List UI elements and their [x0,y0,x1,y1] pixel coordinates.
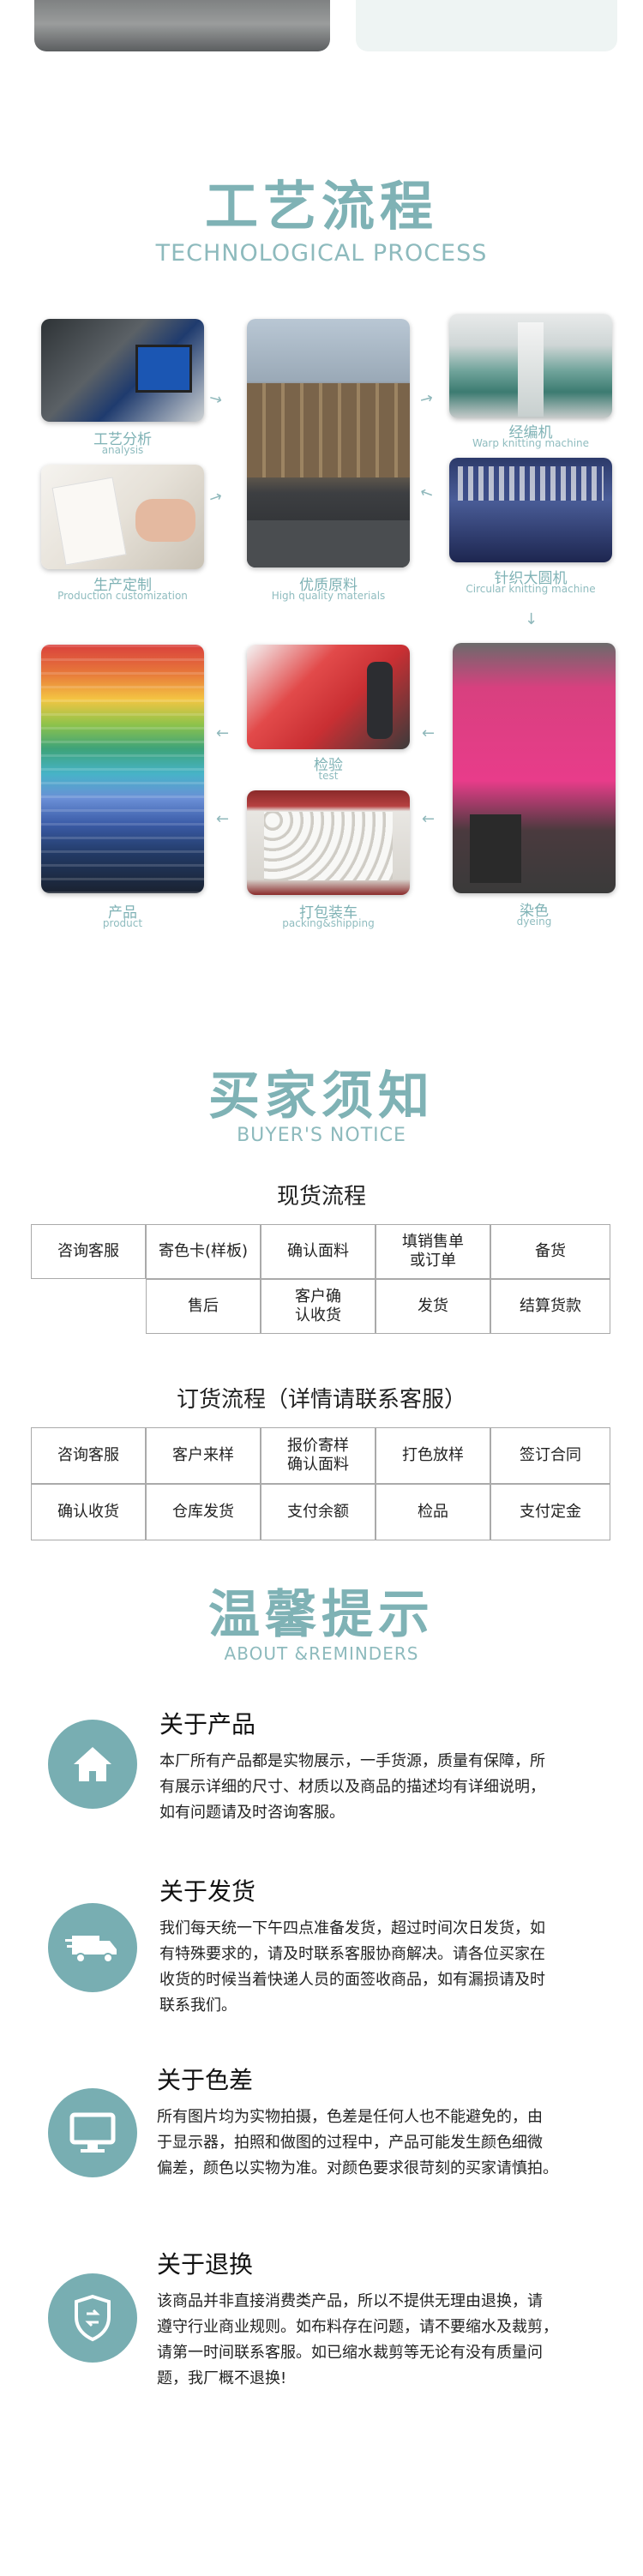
custom-photo [41,465,204,569]
circular-label-en: Circular knitting machine [466,583,596,595]
order-step: 检品 [376,1484,490,1540]
reminder-title: 关于色差 [157,2066,254,2094]
dyeing-photo [453,643,616,893]
notice-title-cn: 买家须知 [208,1066,435,1126]
order-flow-title: 订货流程（详情请联系客服） [176,1387,466,1413]
materials-photo [247,319,410,567]
materials-label-en: High quality materials [271,590,386,602]
reminders-title-en: ABOUT &REMINDERS [224,1643,419,1664]
order-step: 仓库发货 [146,1484,261,1540]
product-label: 产品 [108,904,137,922]
product-photo [41,645,204,893]
top-factory-photo [34,0,330,51]
arrow-left-icon: ← [216,724,230,742]
arrow-left-icon: ← [422,724,436,742]
circular-label: 针织大圆机 [494,570,568,587]
stock-step: 结算货款 [490,1279,610,1334]
order-step: 支付余额 [261,1484,376,1540]
arrow-down-icon: ↓ [525,610,538,628]
test-label-en: test [318,770,339,782]
shield-icon [48,2273,137,2363]
stock-step: 确认面料 [261,1224,376,1279]
custom-label: 生产定制 [93,577,152,594]
packing-label: 打包装车 [299,904,358,922]
order-step: 支付定金 [490,1484,610,1540]
warp-photo [449,314,612,418]
arrow-icon: → [206,487,225,508]
reminder-text: 我们每天统一下午四点准备发货，超过时间次日发货，如 有特殊要求的，请及时联系客服… [159,1919,545,2015]
stock-flow-title: 现货流程 [276,1184,366,1210]
reminder-title: 关于发货 [159,1877,256,1906]
arrow-left-icon: ← [216,810,230,828]
order-step: 报价寄样 确认面料 [261,1427,376,1484]
analysis-label-en: analysis [101,444,144,456]
warp-label-en: Warp knitting machine [472,437,590,449]
reminder-text: 该商品并非直接消费类产品，所以不提供无理由退换，请 遵守行业商业规则。如布料存在… [157,2292,558,2387]
stock-step: 售后 [146,1279,261,1334]
reminder-text: 所有图片均为实物拍摄，色差是任何人也不能避免的，由 于显示器，拍照和做图的过程中… [157,2108,558,2177]
warp-label: 经编机 [508,424,553,441]
stock-step: 备货 [490,1224,610,1279]
home-icon [48,1720,137,1809]
stock-step: 填销售单 或订单 [376,1224,490,1279]
stock-step: 寄色卡(样板) [146,1224,261,1279]
stock-step: 咨询客服 [31,1224,146,1279]
packing-photo [247,790,410,895]
custom-label-en: Production customization [57,590,188,602]
monitor-icon [48,2088,137,2177]
order-step: 签订合同 [490,1427,610,1484]
arrow-left-icon: ← [422,810,436,828]
process-title-cn: 工艺流程 [204,175,438,237]
reminder-title: 关于退换 [157,2250,254,2279]
top-light-panel [356,0,617,51]
reminder-title: 关于产品 [159,1710,256,1738]
arrow-icon: → [207,388,225,410]
circular-photo [449,458,612,562]
stock-step: 客户确 认收货 [261,1279,376,1334]
order-step: 打色放样 [376,1427,490,1484]
reminders-title-cn: 温馨提示 [208,1585,435,1645]
truck-icon [48,1903,137,1992]
product-label-en: product [102,917,143,929]
stock-step: 发货 [376,1279,490,1334]
dyeing-label: 染色 [520,903,549,920]
test-photo [247,645,410,749]
test-label: 检验 [314,757,343,774]
process-title-en: TECHNOLOGICAL PROCESS [155,240,488,267]
order-step: 确认收货 [31,1484,146,1540]
analysis-label: 工艺分析 [93,431,152,448]
order-step: 客户来样 [146,1427,261,1484]
reminder-text: 本厂所有产品都是实物展示，一手货源，质量有保障，所 有展示详细的尺寸、材质以及商… [159,1752,545,1822]
notice-title-en: BUYER'S NOTICE [237,1125,406,1146]
materials-label: 优质原料 [299,577,358,594]
analysis-photo [41,319,204,422]
order-step: 咨询客服 [31,1427,146,1484]
arrow-icon: ← [417,483,436,504]
dyeing-label-en: dyeing [516,916,552,928]
packing-label-en: packing&shipping [282,917,375,929]
arrow-icon: → [418,388,436,410]
